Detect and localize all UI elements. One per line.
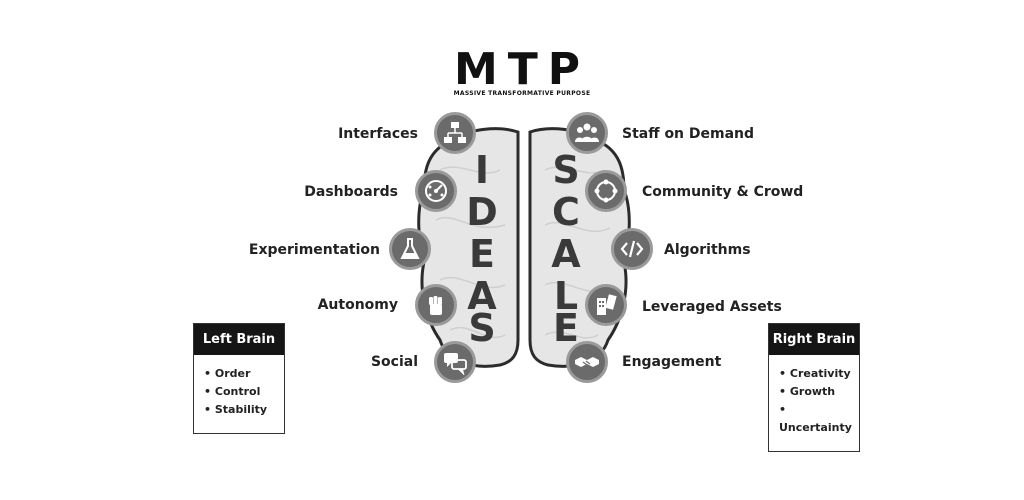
ideas-letter: A (467, 274, 497, 318)
list-item: Growth (779, 383, 859, 401)
scale-letter: E (553, 306, 579, 350)
label-social: Social (370, 354, 418, 370)
dashboards-icon (415, 170, 457, 212)
label-staff-on-demand: Staff on Demand (622, 126, 755, 142)
crowd-circle-icon (585, 170, 627, 212)
right-brain-list: Creativity Growth Uncertainty (769, 355, 859, 451)
scale-letter: S (552, 148, 580, 192)
label-experimentation: Experimentation (248, 242, 380, 258)
chat-bubbles-icon (434, 341, 476, 383)
label-autonomy: Autonomy (317, 297, 398, 313)
ideas-letter: I (474, 148, 490, 192)
label-algorithms: Algorithms (664, 242, 751, 258)
interfaces-icon (434, 112, 476, 154)
list-item: Uncertainty (779, 401, 859, 437)
label-dashboards: Dashboards (304, 184, 398, 200)
page-subtitle: MASSIVE TRANSFORMATIVE PURPOSE (453, 90, 591, 97)
list-item: Creativity (779, 365, 859, 383)
flask-icon (389, 228, 431, 270)
right-brain-title: Right Brain (769, 324, 859, 355)
code-icon (611, 228, 653, 270)
ideas-letter: D (466, 190, 498, 234)
scale-letter: C (552, 190, 580, 234)
right-brain-box: Right Brain Creativity Growth Uncertaint… (768, 323, 860, 452)
scale-letter: A (551, 232, 581, 276)
label-interfaces: Interfaces (338, 126, 418, 142)
list-item: Order (204, 365, 284, 383)
rental-building-icon (585, 284, 627, 326)
ideas-letter: E (469, 232, 495, 276)
label-community-crowd: Community & Crowd (642, 184, 804, 200)
list-item: Stability (204, 401, 284, 419)
scale-letter: L (553, 274, 579, 318)
handshake-icon (566, 341, 608, 383)
page-title: MTP (453, 44, 591, 95)
fist-icon (415, 284, 457, 326)
ideas-letter: S (468, 306, 496, 350)
left-brain-list: Order Control Stability (194, 355, 284, 433)
label-engagement: Engagement (622, 354, 722, 370)
left-brain-box: Left Brain Order Control Stability (193, 323, 285, 434)
list-item: Control (204, 383, 284, 401)
people-group-icon (566, 112, 608, 154)
label-leveraged-assets: Leveraged Assets (642, 299, 782, 315)
left-brain-title: Left Brain (194, 324, 284, 355)
